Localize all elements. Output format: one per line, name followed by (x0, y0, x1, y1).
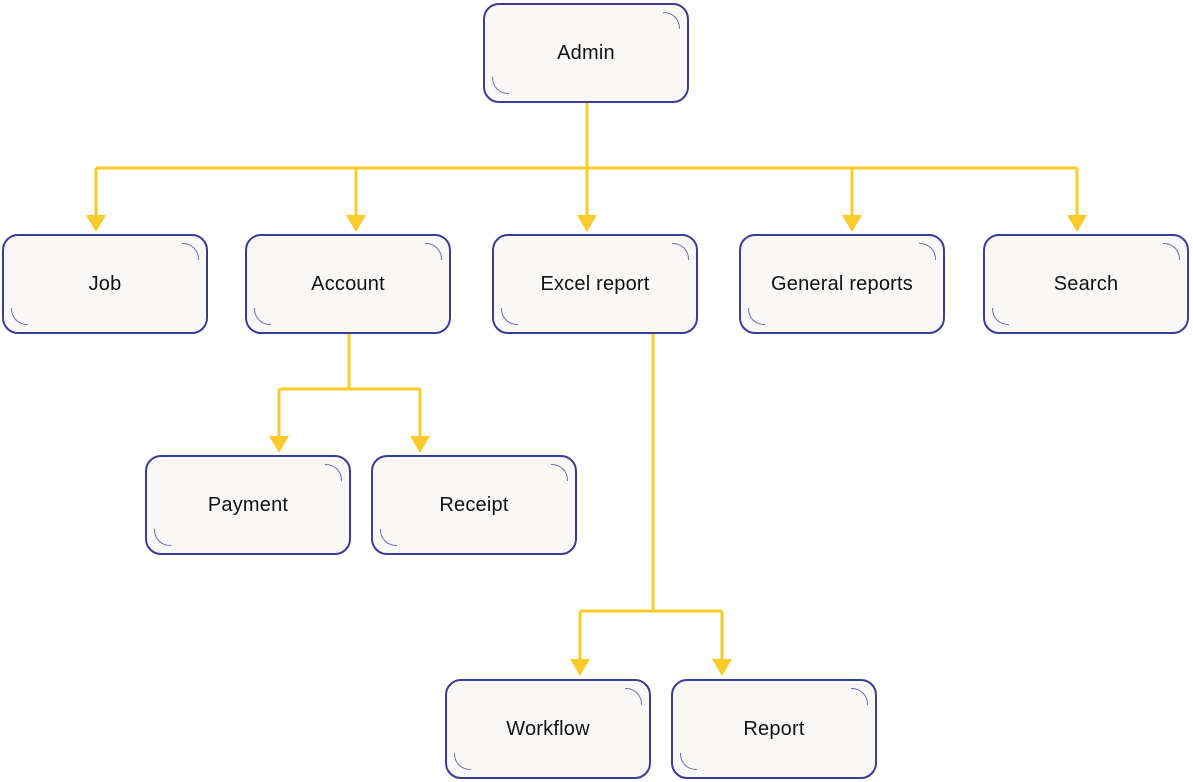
corner-accent (992, 308, 1009, 325)
corner-accent (11, 308, 28, 325)
node-general-reports: General reports (739, 234, 945, 334)
node-report: Report (671, 679, 877, 779)
arrowhead-excel-report (577, 215, 597, 232)
arrowhead-account (346, 215, 366, 232)
corner-accent (672, 243, 689, 260)
corner-accent (182, 243, 199, 260)
corner-accent (680, 753, 697, 770)
node-label: Report (743, 717, 805, 740)
node-workflow: Workflow (445, 679, 651, 779)
corner-accent (154, 529, 171, 546)
node-label: Receipt (439, 493, 509, 516)
corner-accent (551, 464, 568, 481)
arrowhead-job (86, 215, 106, 232)
node-label: Excel report (540, 272, 650, 295)
node-label: Search (1053, 272, 1119, 295)
node-label: Payment (207, 493, 289, 516)
arrowhead-general-reports (842, 215, 862, 232)
node-account: Account (245, 234, 451, 334)
corner-accent (454, 753, 471, 770)
node-payment: Payment (145, 455, 351, 555)
corner-accent (919, 243, 936, 260)
node-search: Search (983, 234, 1189, 334)
arrowhead-payment (269, 436, 289, 453)
arrowhead-report (712, 659, 732, 676)
node-receipt: Receipt (371, 455, 577, 555)
corner-accent (1163, 243, 1180, 260)
node-label: Workflow (506, 717, 590, 740)
corner-accent (663, 12, 680, 29)
corner-accent (851, 688, 868, 705)
node-label: General reports (771, 272, 913, 295)
corner-accent (380, 529, 397, 546)
node-label: Job (88, 272, 122, 295)
node-admin: Admin (483, 3, 689, 103)
corner-accent (501, 308, 518, 325)
arrowhead-workflow (570, 659, 590, 676)
corner-accent (492, 77, 509, 94)
node-job: Job (2, 234, 208, 334)
corner-accent (625, 688, 642, 705)
arrowhead-receipt (410, 436, 430, 453)
arrowhead-search (1067, 215, 1087, 232)
corner-accent (748, 308, 765, 325)
corner-accent (325, 464, 342, 481)
node-excel-report: Excel report (492, 234, 698, 334)
corner-accent (254, 308, 271, 325)
corner-accent (425, 243, 442, 260)
node-label: Admin (557, 41, 615, 64)
node-label: Account (311, 272, 385, 295)
